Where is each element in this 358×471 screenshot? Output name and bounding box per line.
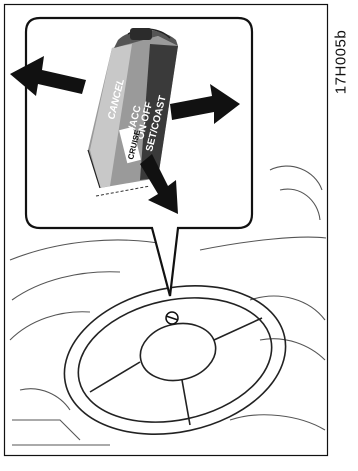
figure-code-text: 17H005b <box>333 30 350 94</box>
figure-code: 17H005b <box>326 2 356 122</box>
steering-wheel <box>50 266 299 453</box>
lever-location-marker <box>166 312 178 324</box>
